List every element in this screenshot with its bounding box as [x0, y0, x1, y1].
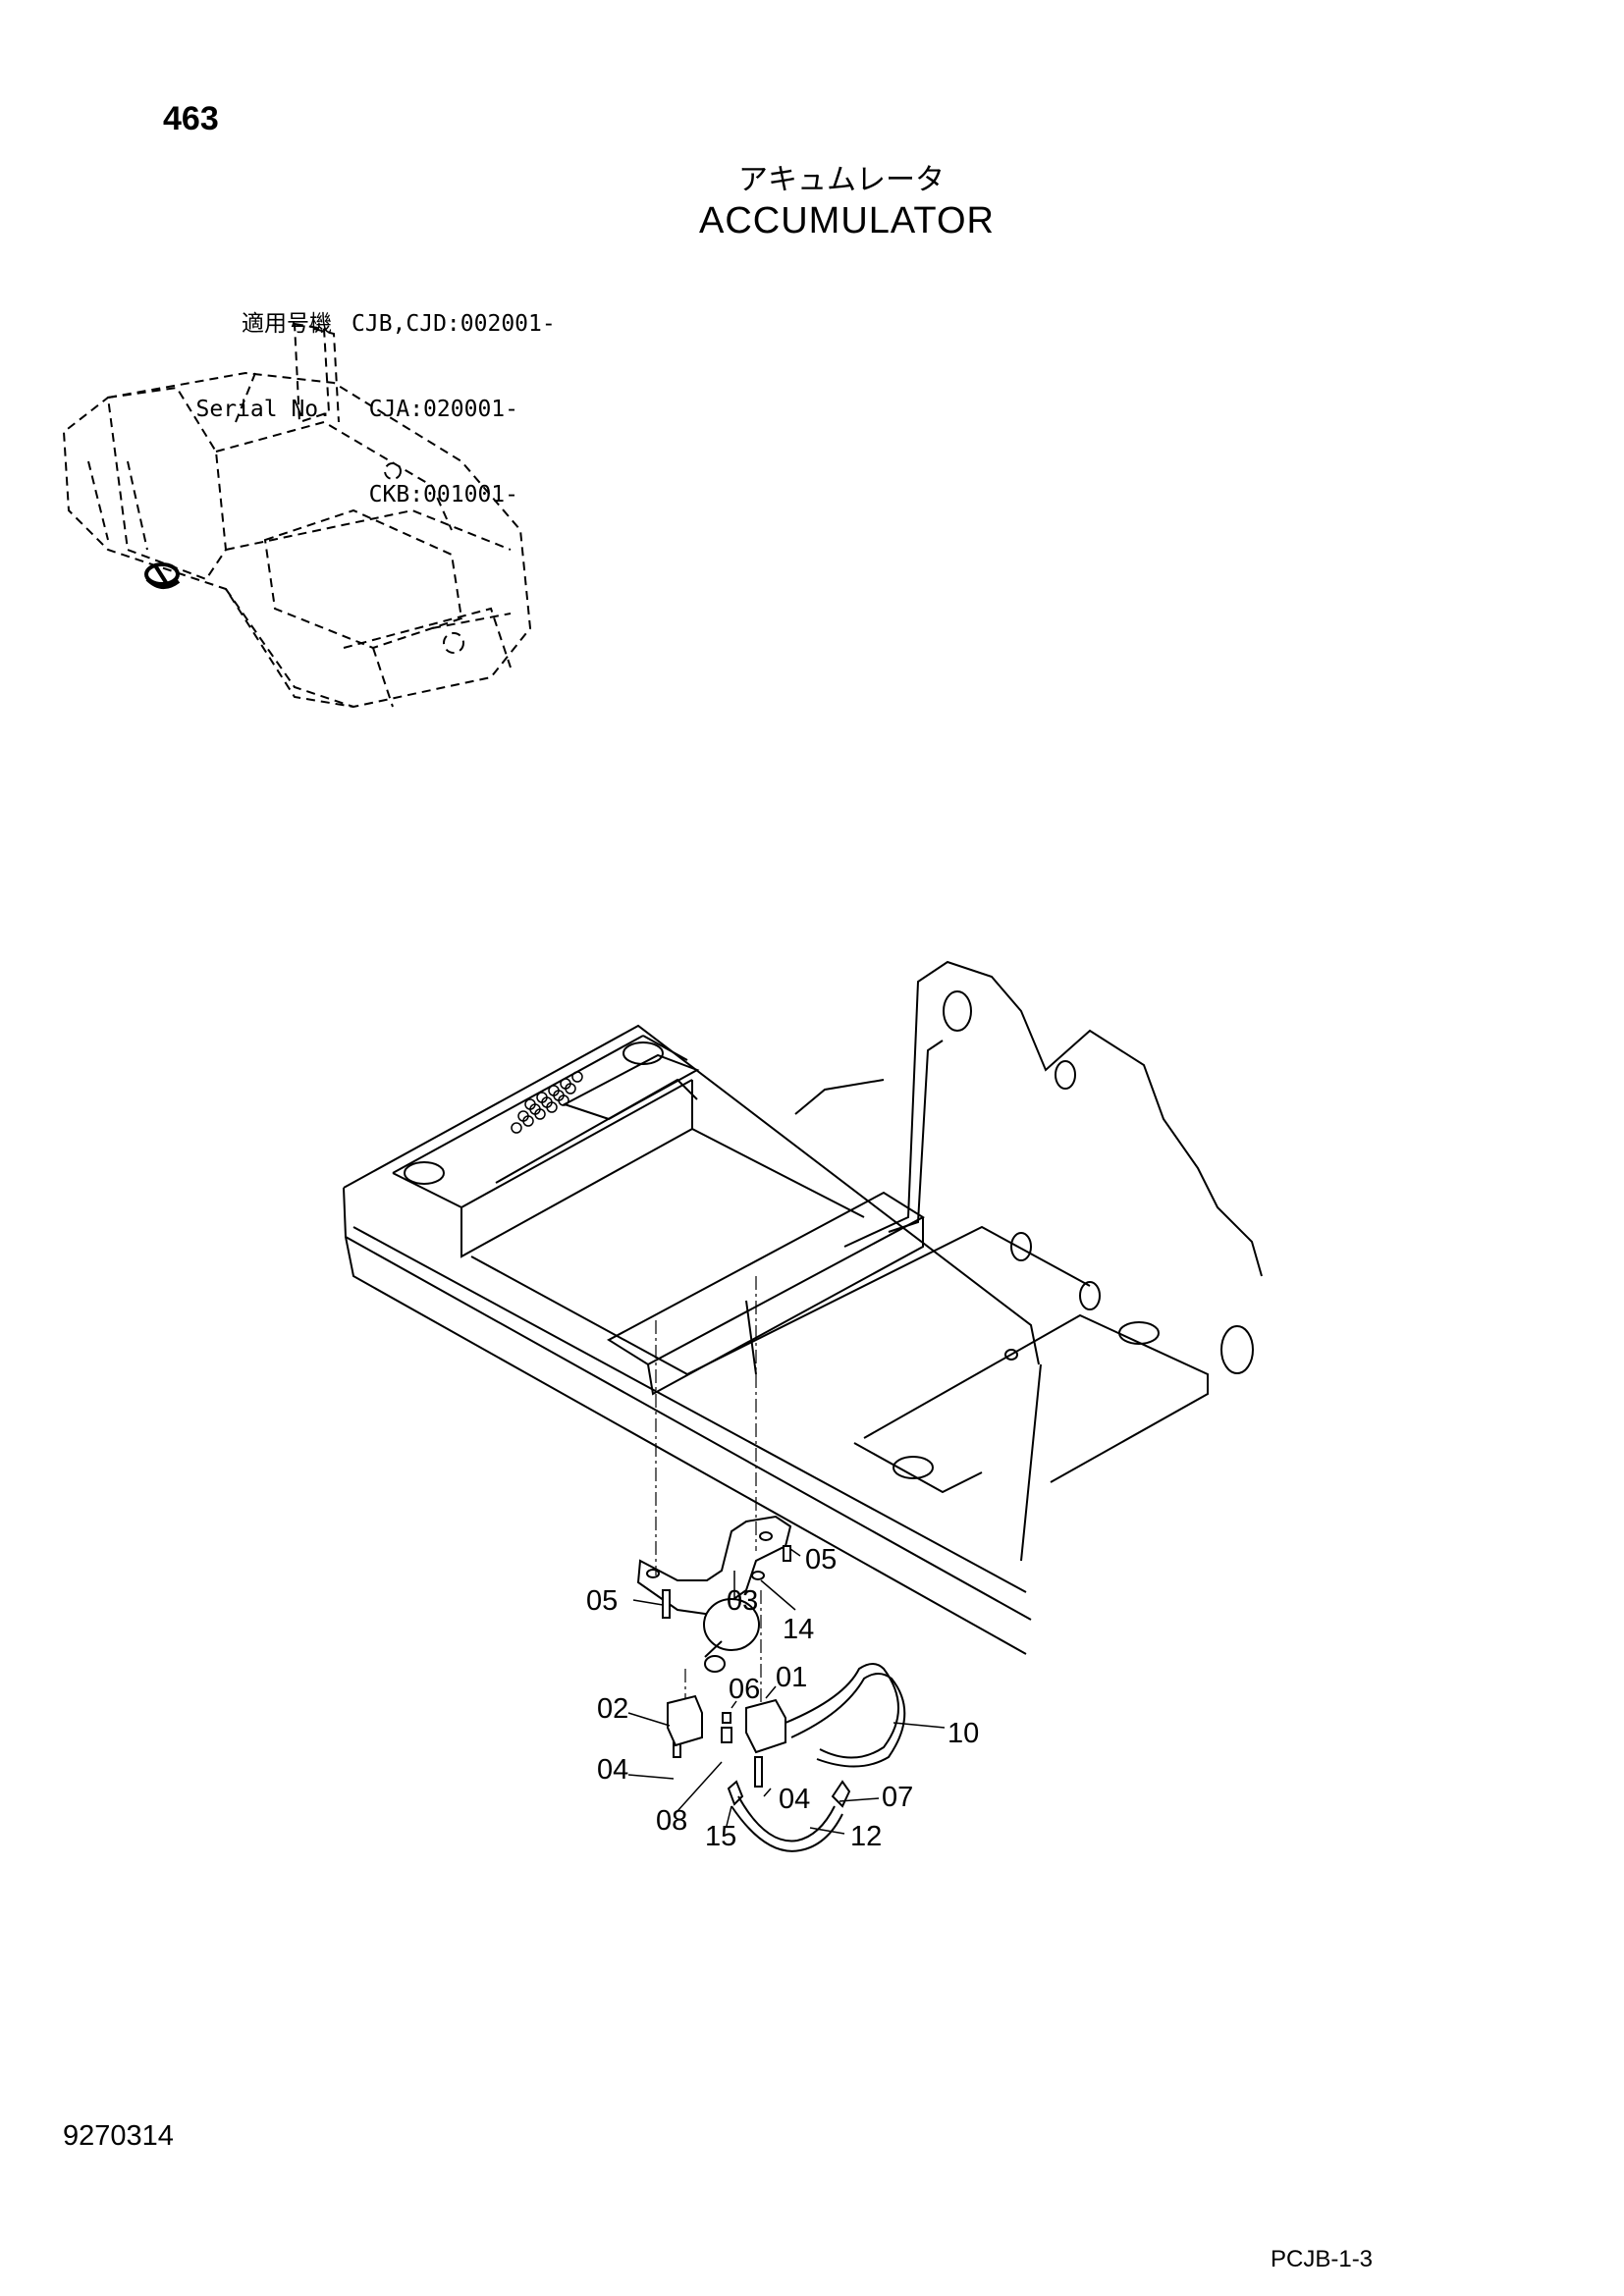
callout-03: 03: [727, 1585, 758, 1617]
callout-labels: 05 05 14 03 06 01 02 10 04 04 07 08 15 1…: [586, 1544, 979, 1852]
callout-14: 14: [783, 1614, 814, 1645]
callout-04-left: 04: [597, 1754, 628, 1786]
locator-accumulator-marker: [144, 562, 181, 589]
callout-10: 10: [947, 1718, 979, 1749]
callout-15: 15: [705, 1821, 736, 1852]
document-id: 9270314: [63, 2120, 174, 2152]
serial-value: CKB:001001-: [368, 482, 518, 507]
callout-04-right: 04: [779, 1784, 810, 1815]
bolts: [662, 1545, 791, 1788]
page-code: PCJB-1-3: [1271, 2246, 1374, 2272]
callout-12: 12: [850, 1821, 882, 1852]
main-frame: [343, 960, 1263, 1655]
valve-blocks: [667, 1694, 786, 1754]
callout-06: 06: [729, 1674, 760, 1705]
locator-machine-outline: [62, 322, 532, 709]
title-japanese: アキュムレータ: [738, 163, 945, 197]
serial-row: CKB:001001-: [155, 481, 518, 509]
page-number: 463: [163, 100, 219, 137]
callout-05-left: 05: [586, 1585, 618, 1617]
frame-holes: [404, 990, 1254, 1479]
callout-01: 01: [776, 1662, 807, 1693]
accumulator-bracket: [636, 1515, 792, 1617]
title-english: ACCUMULATOR: [699, 200, 995, 241]
leader-lines: [627, 1548, 946, 1835]
vent-grille: [511, 1071, 583, 1134]
callout-05-right: 05: [805, 1544, 837, 1575]
callout-07: 07: [882, 1782, 913, 1813]
serial-value: CJA:020001-: [368, 397, 518, 422]
serial-number-block: 適用号機 CJB,CJD:002001- Serial No. CJA:0200…: [155, 253, 556, 538]
accumulator-sphere: [703, 1598, 760, 1673]
callout-08: 08: [656, 1805, 687, 1837]
callout-02: 02: [597, 1693, 628, 1725]
serial-label: 適用号機: [242, 311, 332, 337]
